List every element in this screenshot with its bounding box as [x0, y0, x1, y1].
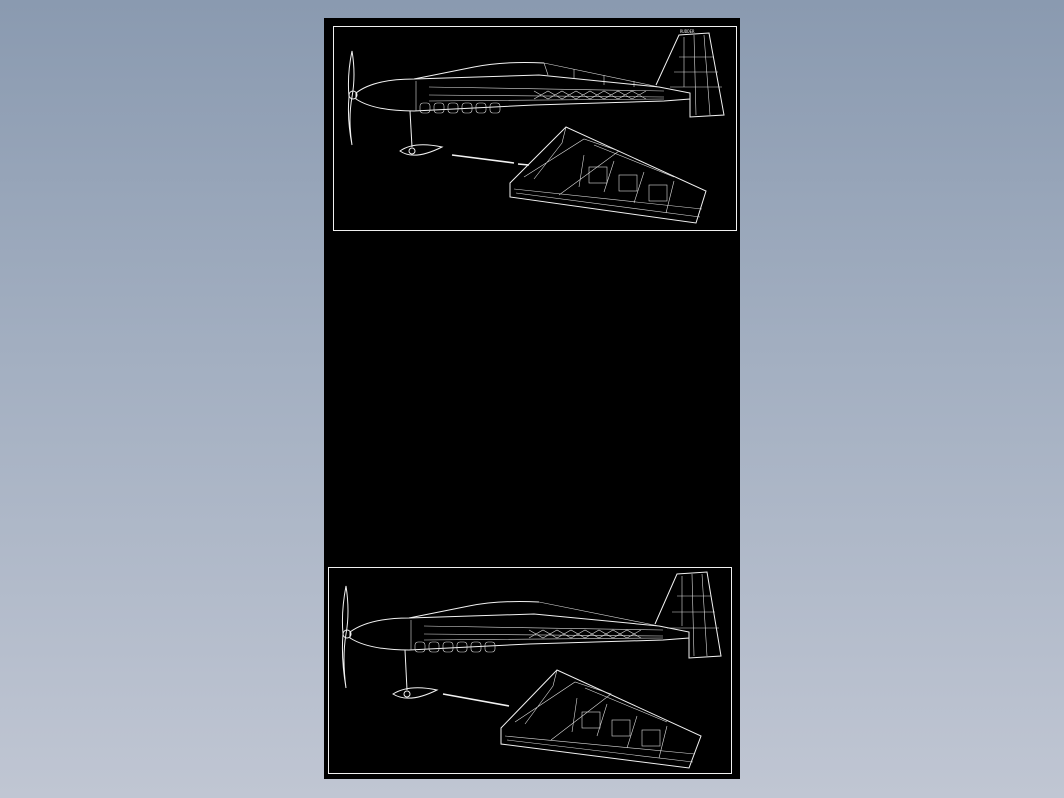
- drawing-frame-top: RUDDER: [333, 26, 737, 231]
- landing-gear: [399, 110, 444, 156]
- wing-plan: [451, 126, 707, 224]
- propeller: [347, 50, 358, 146]
- wing-plan: [442, 669, 702, 769]
- fuselage: [355, 62, 691, 114]
- landing-gear: [392, 649, 439, 699]
- airplane-drawing-bottom: [341, 571, 722, 769]
- vertical-tail: [655, 32, 725, 118]
- svg-text:RUDDER: RUDDER: [680, 29, 695, 34]
- drawing-frame-bottom: [328, 567, 732, 774]
- cad-drawing-sheet: RUDDER: [324, 18, 740, 779]
- fuselage: [349, 601, 690, 653]
- airplane-drawing-top: RUDDER: [347, 29, 725, 224]
- propeller: [341, 585, 352, 689]
- vertical-tail: [654, 571, 722, 659]
